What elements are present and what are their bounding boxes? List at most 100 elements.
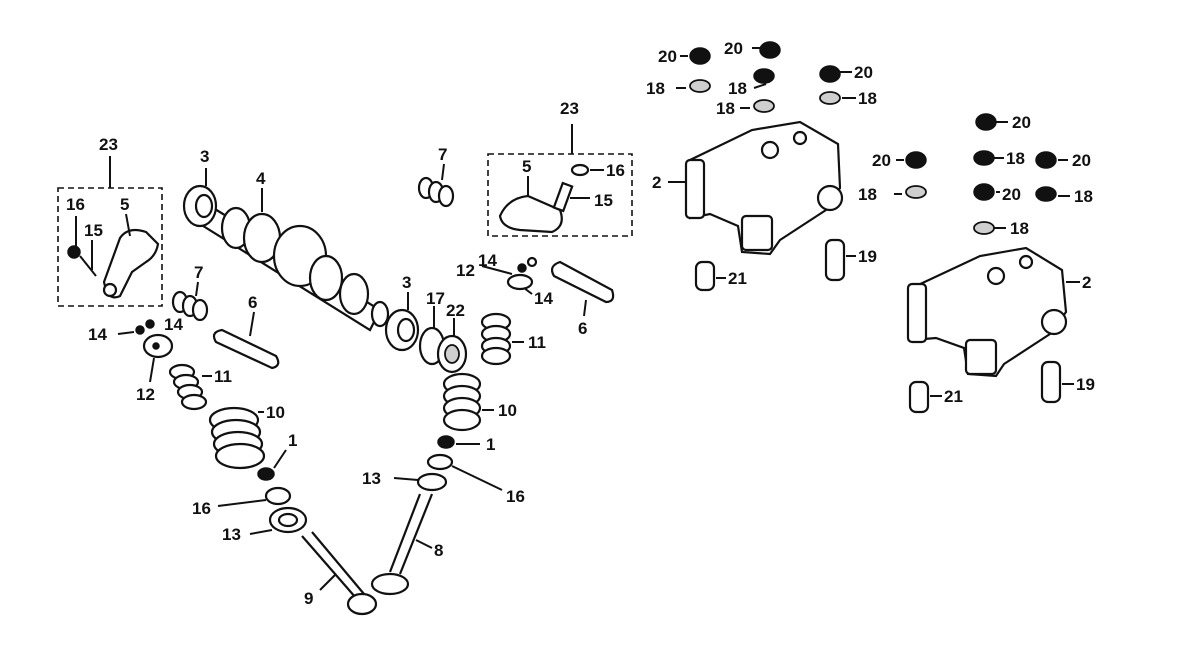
label-17: 17: [426, 289, 445, 308]
cotter-center: [437, 435, 480, 449]
label-2-lower: 2: [1082, 273, 1091, 292]
nut-20f: [1035, 151, 1068, 169]
nut-20g: [973, 183, 1000, 201]
label-16-center-box: 16: [606, 161, 625, 180]
rocker-arm-assembly-center: [487, 124, 633, 237]
rocker-shaft-left: [212, 311, 280, 370]
washer-18h: [973, 221, 1006, 235]
bearing-right: [384, 292, 420, 352]
label-5-left: 5: [120, 195, 129, 214]
label-11-left: 11: [214, 367, 232, 386]
label-10-left: 10: [266, 403, 285, 422]
label-12-left: 12: [136, 385, 155, 404]
washer-18d: [740, 99, 775, 113]
pin-19-upper: [824, 238, 856, 282]
label-6-left: 6: [248, 293, 257, 312]
label-18-f: 18: [858, 185, 877, 204]
label-3-right: 3: [402, 273, 411, 292]
label-19-upper: 19: [858, 247, 877, 266]
pin-19-lower: [1040, 360, 1074, 404]
washer-18c: [819, 91, 856, 105]
spring-small-left: [171, 281, 209, 322]
inner-spring-center: [480, 312, 524, 366]
label-18-a: 18: [646, 79, 665, 98]
label-13-left: 13: [222, 525, 241, 544]
outer-spring-left: [208, 406, 266, 470]
label-20-a: 20: [658, 47, 677, 66]
pin-21-lower: [908, 380, 942, 414]
adjust-nut-left: [117, 319, 155, 335]
washer-18b: [753, 68, 775, 89]
label-23-left: 23: [99, 135, 118, 154]
label-8: 8: [434, 541, 443, 560]
rocker-arm-assembly-left: [57, 156, 163, 307]
label-1-center: 1: [486, 435, 495, 454]
seat-center: [426, 453, 503, 491]
label-6-center: 6: [578, 319, 587, 338]
label-20-f: 20: [1072, 151, 1091, 170]
outer-spring-center: [442, 372, 494, 432]
rocker-shaft-center: [550, 260, 615, 317]
nut-20a: [680, 47, 711, 65]
label-7-left: 7: [194, 263, 203, 282]
retainer-left: [142, 333, 174, 383]
label-19-lower: 19: [1076, 375, 1095, 394]
label-18-c: 18: [858, 89, 877, 108]
label-9: 9: [304, 589, 313, 608]
label-21-upper: 21: [728, 269, 747, 288]
washer-18f: [894, 185, 927, 199]
label-5-center: 5: [522, 157, 531, 176]
label-14-left-b: 14: [164, 315, 183, 334]
label-2-upper: 2: [652, 173, 661, 192]
valve-center: [370, 493, 434, 596]
nut-20c: [819, 65, 852, 83]
rocker-housing-upper: [668, 120, 844, 256]
bearing-left: [182, 168, 218, 228]
label-16-left: 16: [192, 499, 211, 518]
washer-18e: [973, 150, 1004, 166]
label-20-c: 20: [854, 63, 873, 82]
label-18-b: 18: [728, 79, 747, 98]
label-14-left-a: 14: [88, 325, 107, 344]
label-10-center: 10: [498, 401, 517, 420]
label-18-h: 18: [1010, 219, 1029, 238]
washer-center: [393, 472, 448, 492]
label-14-center-a: 14: [478, 251, 497, 270]
nut-20b: [752, 41, 781, 59]
seal-22: [436, 318, 468, 374]
label-22: 22: [446, 301, 465, 320]
label-20-b: 20: [724, 39, 743, 58]
label-16-center: 16: [506, 487, 525, 506]
inner-spring-left: [168, 363, 212, 411]
seat-left: [217, 486, 292, 507]
pin-21-upper: [694, 260, 726, 292]
washer-18g: [1035, 186, 1070, 202]
nut-20d: [975, 113, 1008, 131]
label-11-center: 11: [528, 333, 546, 352]
label-4: 4: [256, 169, 266, 188]
washer-left: [249, 506, 308, 535]
label-20-e: 20: [872, 151, 891, 170]
label-18-g: 18: [1074, 187, 1093, 206]
washer-18a: [676, 79, 711, 93]
label-21-lower: 21: [944, 387, 963, 406]
label-15-center: 15: [594, 191, 613, 210]
rocker-housing-lower: [906, 246, 1080, 378]
label-18-e: 18: [1006, 149, 1025, 168]
nut-20e: [896, 151, 927, 169]
label-7-center: 7: [438, 145, 447, 164]
label-18-d: 18: [716, 99, 735, 118]
label-20-g: 20: [1002, 185, 1021, 204]
adjust-parts-center: [481, 256, 538, 295]
spring-small-center: [417, 163, 455, 208]
label-15-left: 15: [84, 221, 103, 240]
label-20-d: 20: [1012, 113, 1031, 132]
label-1-left: 1: [288, 431, 297, 450]
part-labels: 23 16 5 15 3 4 7 6 14 14 12 11 10 1 16 1…: [66, 39, 1095, 608]
label-23-center: 23: [560, 99, 579, 118]
cotter-left: [257, 449, 287, 481]
label-12-center: 12: [456, 261, 475, 280]
label-14-center-b: 14: [534, 289, 553, 308]
valve-left: [301, 531, 378, 616]
